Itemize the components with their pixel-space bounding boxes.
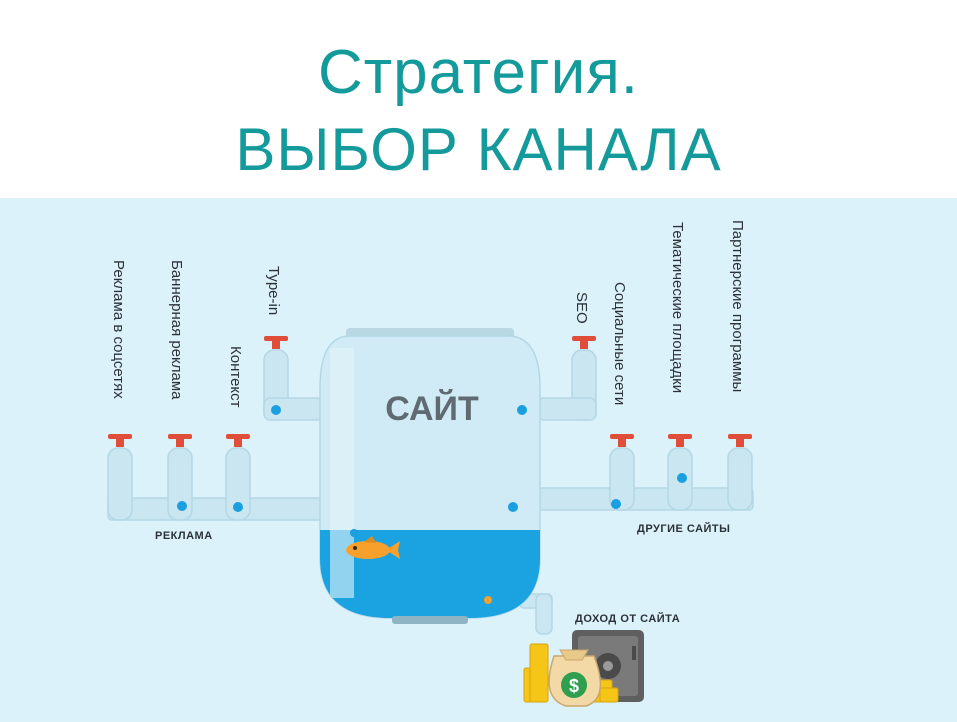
site-label: САЙТ — [385, 389, 479, 428]
channel-label-banner-ads: Баннерная реклама — [168, 260, 185, 400]
channel-label-social-ads: Реклама в соцсетях — [110, 260, 127, 399]
channel-diagram: САЙТ Реклама в соцсетях Баннерная реклам… — [107, 220, 754, 707]
page-title-line1: Стратегия. — [318, 38, 639, 107]
valve-icon — [572, 336, 596, 349]
channel-label-thematic-sites: Тематические площадки — [669, 222, 686, 393]
channel-label-partner-programs: Партнерские программы — [729, 220, 746, 392]
channel-label-social-networks: Социальные сети — [611, 282, 628, 405]
channel-label-context: Контекст — [227, 346, 244, 408]
dollar-icon: $ — [569, 676, 579, 696]
group-label-other-sites: ДРУГИЕ САЙТЫ — [637, 522, 730, 535]
valve-icon — [168, 434, 192, 447]
valve-icon — [610, 434, 634, 447]
group-label-advertising: РЕКЛАМА — [155, 530, 213, 542]
money-bag-icon — [548, 649, 602, 707]
page-title-line2: ВЫБОР КАНАЛА — [235, 116, 722, 183]
valve-icon — [668, 434, 692, 447]
site-tank — [319, 328, 541, 624]
income-label: ДОХОД ОТ САЙТА — [575, 612, 680, 625]
gold-drop — [484, 596, 492, 604]
channel-label-seo: SEO — [573, 292, 590, 324]
water-drops — [177, 405, 687, 537]
channel-label-type-in: Type-in — [265, 266, 282, 315]
fish-icon — [346, 536, 400, 559]
valves — [108, 336, 752, 447]
valve-icon — [264, 336, 288, 349]
valve-icon — [108, 434, 132, 447]
valve-icon — [226, 434, 250, 447]
valve-icon — [728, 434, 752, 447]
